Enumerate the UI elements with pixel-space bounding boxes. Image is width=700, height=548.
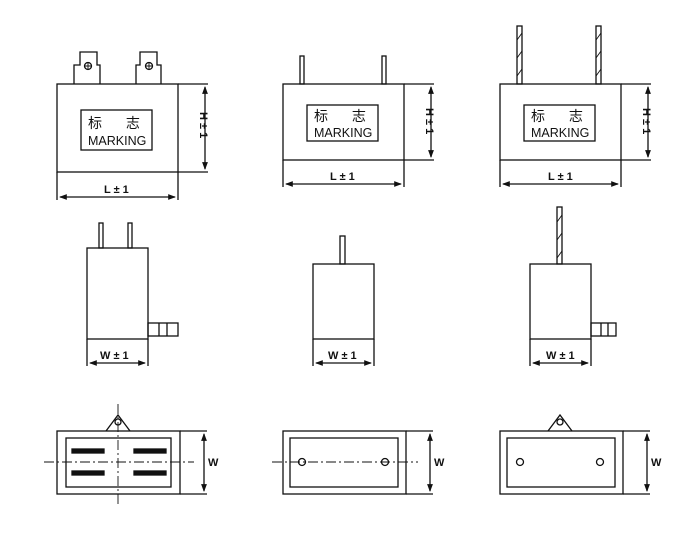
height-label: H ± 1 xyxy=(197,112,209,138)
pin-terminal-right xyxy=(381,55,387,85)
capacitor-outline xyxy=(499,430,624,495)
marking-chinese-text: 标 志 xyxy=(88,115,150,131)
marking-english-text: MARKING xyxy=(314,126,372,140)
capacitor-body xyxy=(282,83,405,161)
pin-terminal xyxy=(339,235,346,265)
side-view-wires: W ± 1 xyxy=(529,206,617,366)
top-view-wires: W xyxy=(499,413,662,495)
mounting-lug xyxy=(547,413,573,432)
capacitor-body xyxy=(529,263,592,340)
wire-lead-left xyxy=(516,25,523,85)
wire-hole-left xyxy=(515,457,525,467)
tab-terminal-left xyxy=(73,51,101,84)
marking-box xyxy=(80,109,153,151)
marking-chinese-text: 标 志 xyxy=(314,108,376,124)
terminal-slot xyxy=(71,470,105,476)
marking-box xyxy=(523,104,596,142)
wire-hole-right xyxy=(595,457,605,467)
terminal-slot xyxy=(133,470,167,476)
length-label: L ± 1 xyxy=(104,184,129,196)
width-label: W ± 1 xyxy=(546,350,575,362)
top-view-pins: W xyxy=(272,430,445,495)
length-label: L ± 1 xyxy=(548,171,573,183)
wire-lead-right xyxy=(595,25,602,85)
width-label: W ± 1 xyxy=(100,350,129,362)
capacitor-inner-outline xyxy=(65,437,172,488)
mounting-hole xyxy=(556,418,564,426)
front-view-pins: 标 志 MARKING L ± 1 H ± 1 xyxy=(282,55,435,187)
length-label: L ± 1 xyxy=(330,171,355,183)
side-view-pins: W ± 1 xyxy=(312,235,375,366)
capacitor-outline xyxy=(56,430,181,495)
height-label: H ± 1 xyxy=(640,108,652,134)
marking-english-text: MARKING xyxy=(88,134,146,148)
capacitor-body xyxy=(312,263,375,340)
terminal-slot xyxy=(133,448,167,454)
mounting-tab xyxy=(590,322,617,337)
height-label: H ± 1 xyxy=(423,108,435,134)
mounting-lug xyxy=(105,413,131,432)
capacitor-outline xyxy=(282,430,407,495)
side-view-tabs: W ± 1 xyxy=(86,222,179,366)
width-label: W ± 1 xyxy=(328,350,357,362)
marking-english-text: MARKING xyxy=(531,126,589,140)
marking-box xyxy=(306,104,379,142)
capacitor-body xyxy=(499,83,622,161)
tab-terminal-right xyxy=(127,222,133,249)
terminal-slot xyxy=(71,448,105,454)
tab-terminal-right xyxy=(135,51,162,84)
capacitor-body xyxy=(56,83,179,173)
marking-chinese-text: 标 志 xyxy=(531,108,593,124)
wire-lead xyxy=(556,206,563,265)
width-label: W xyxy=(208,457,219,469)
width-label: W xyxy=(434,457,445,469)
mounting-tab xyxy=(147,322,179,337)
top-view-tabs: W xyxy=(44,404,219,504)
capacitor-inner-outline xyxy=(289,437,399,488)
pin-terminal-left xyxy=(299,55,305,85)
tab-terminal-left xyxy=(98,222,104,249)
width-label: W xyxy=(651,457,662,469)
front-view-tabs: 标 志 MARKING L ± 1 H ± 1 xyxy=(56,51,209,200)
capacitor-body xyxy=(86,247,149,340)
capacitor-inner-outline xyxy=(506,437,616,488)
front-view-wires: 标 志 MARKING L ± 1 H ± 1 xyxy=(499,25,652,187)
